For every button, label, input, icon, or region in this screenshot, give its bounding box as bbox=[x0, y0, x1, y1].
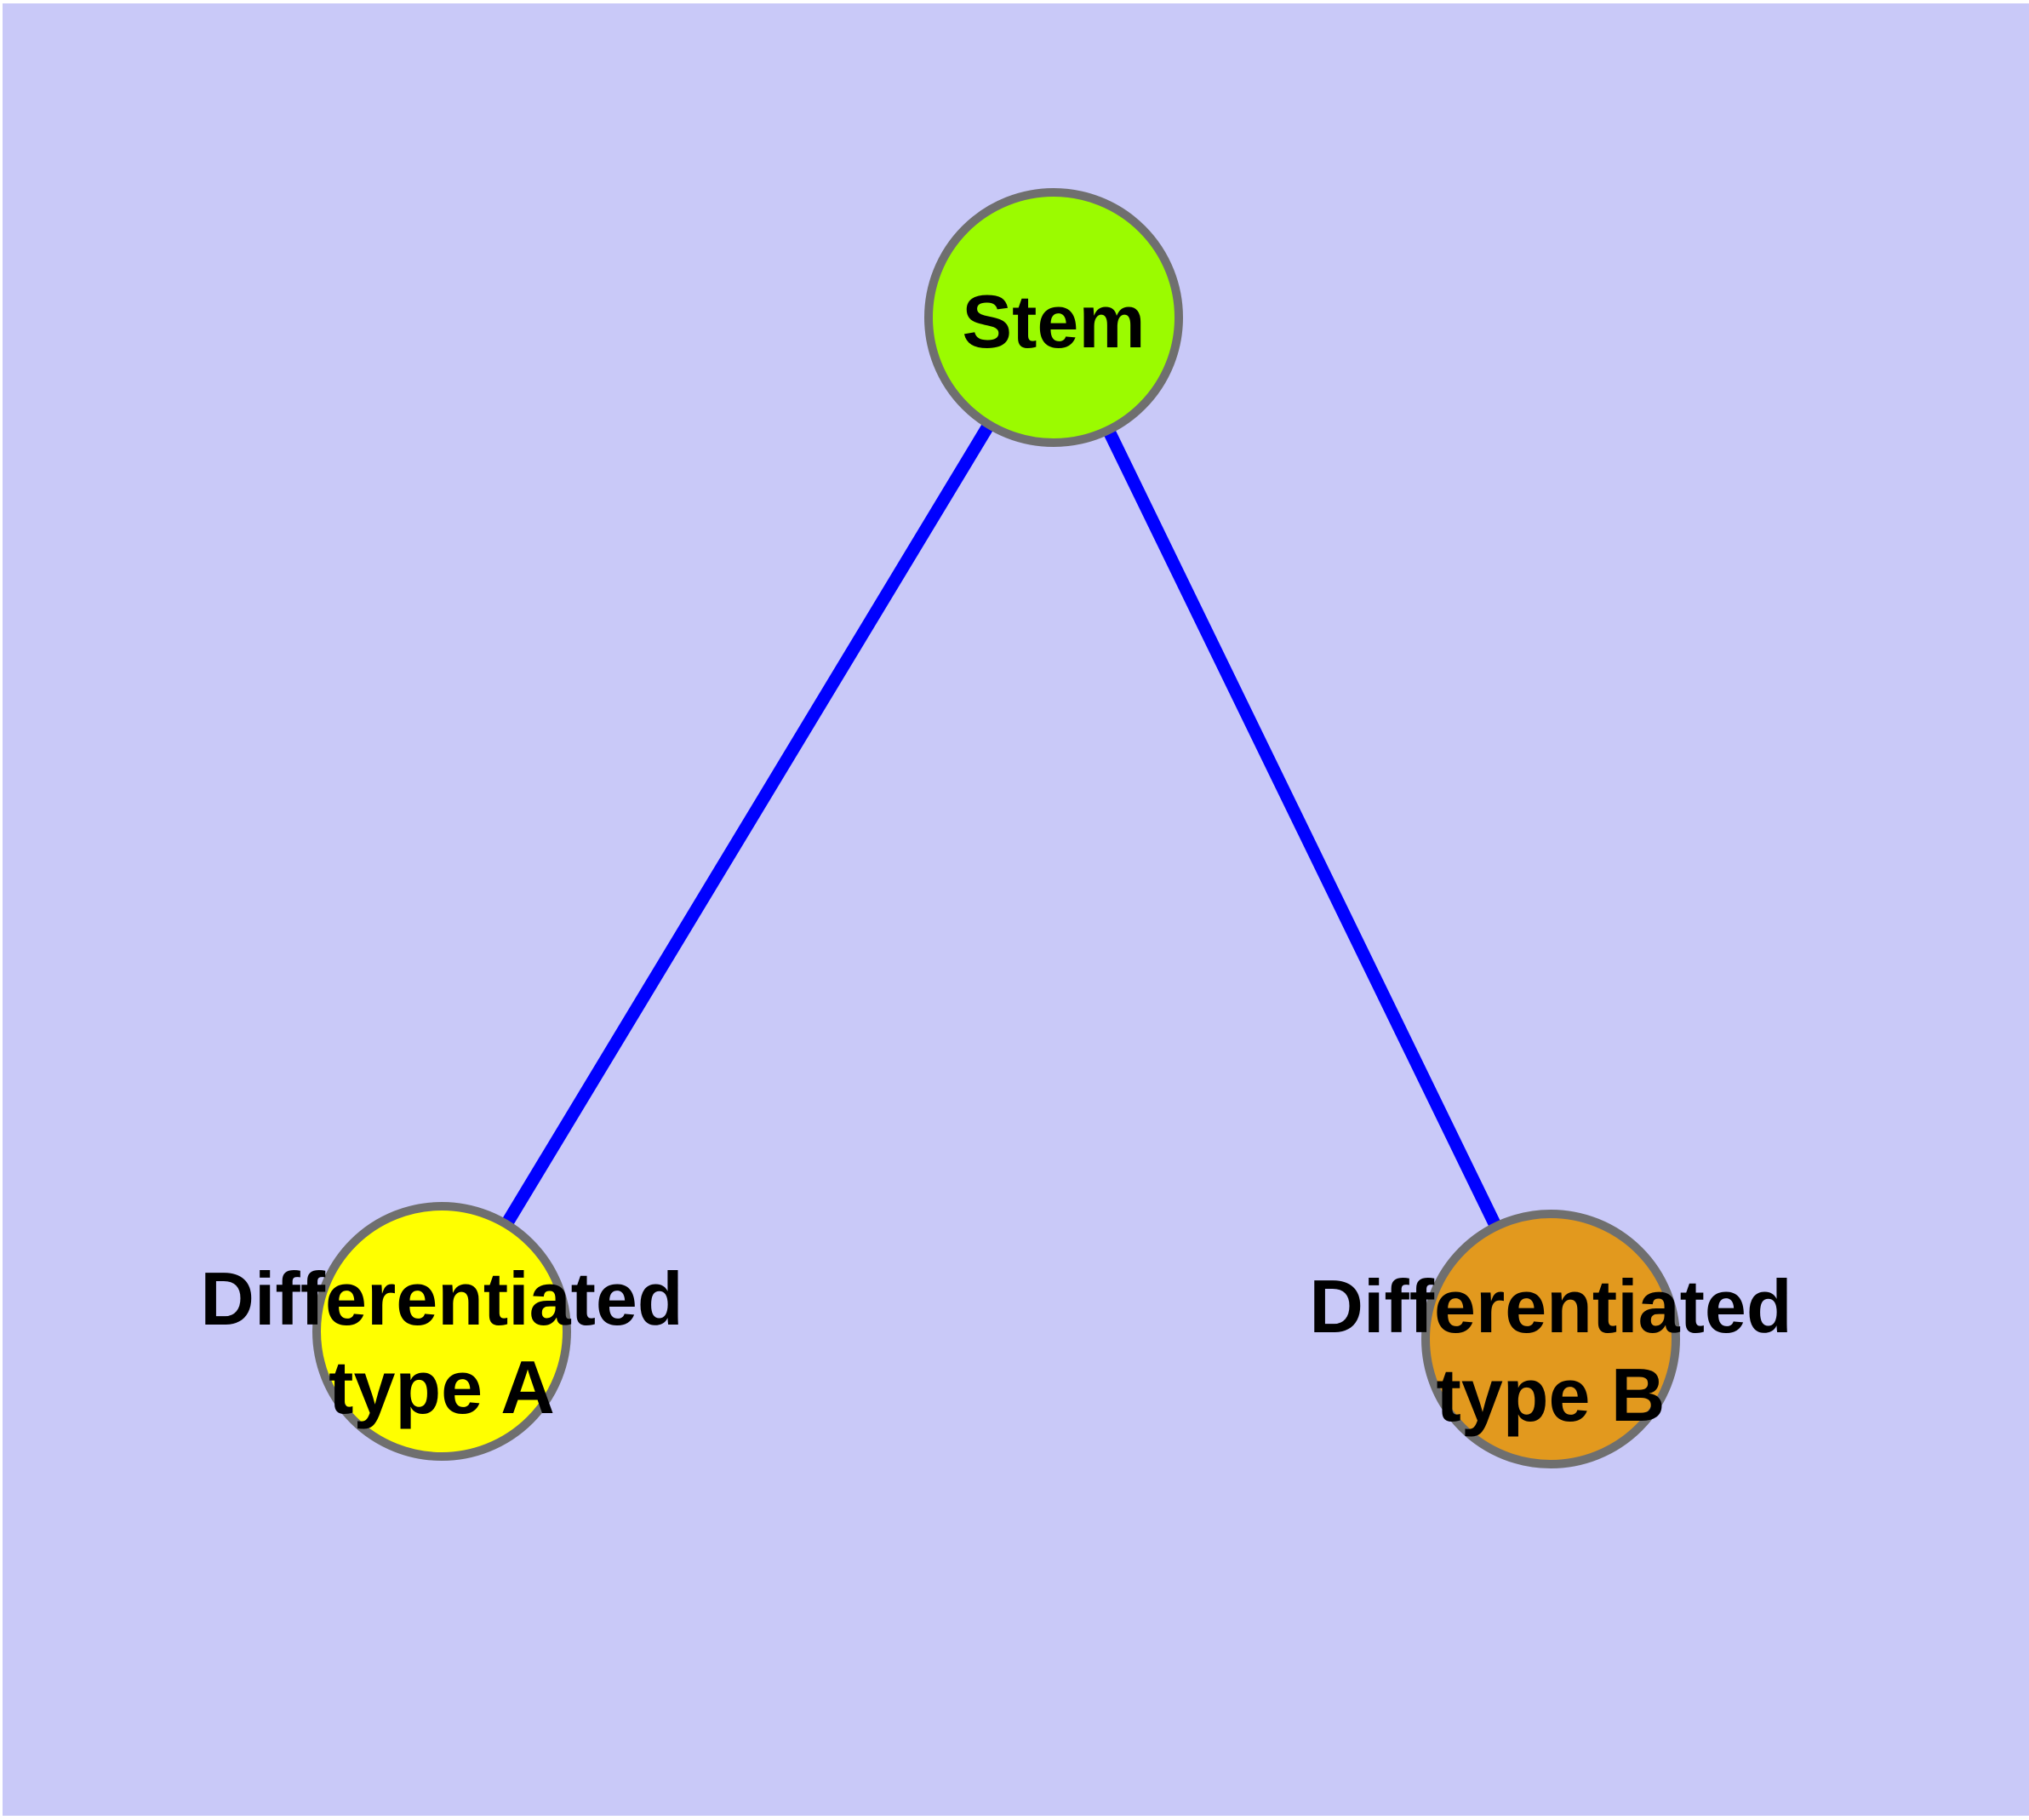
type-b-node-circle[interactable] bbox=[1421, 1210, 1680, 1468]
edge-stem-to-type-b bbox=[1048, 314, 1557, 1342]
edge-stem-to-type-a bbox=[436, 314, 1060, 1335]
type-a-node-circle[interactable] bbox=[312, 1202, 571, 1461]
stem-node-circle[interactable] bbox=[924, 188, 1183, 447]
node-stem[interactable]: Stem bbox=[924, 188, 1183, 447]
